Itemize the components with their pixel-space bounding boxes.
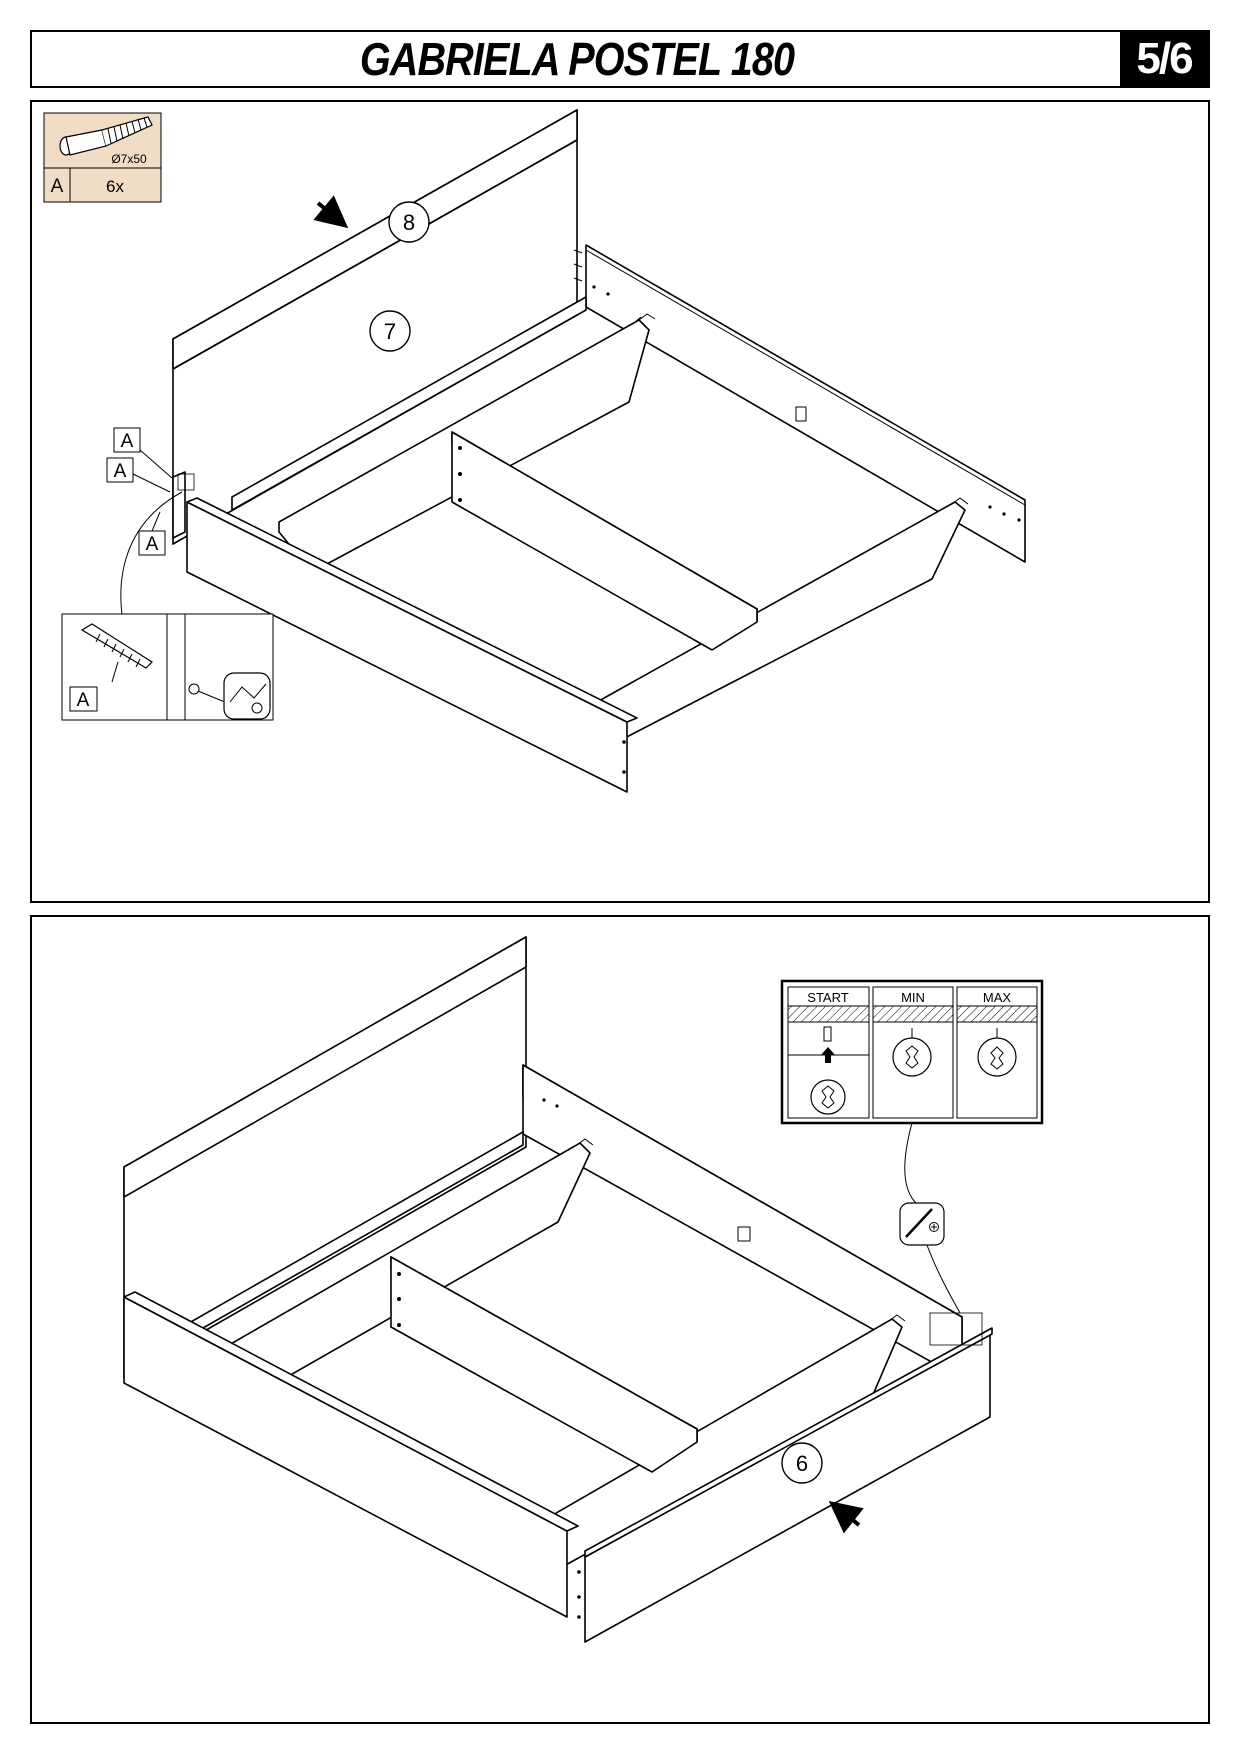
adjust-max-label: MAX xyxy=(983,990,1012,1005)
cross-slat-front xyxy=(596,497,969,743)
cam-lock-icon xyxy=(810,1079,846,1115)
fastener-label: A xyxy=(146,534,159,555)
adjustment-detail: START MIN MAX xyxy=(780,979,1044,1125)
right-side-rail xyxy=(573,244,1026,563)
center-beam xyxy=(390,1256,698,1473)
cam-lock-max-icon xyxy=(977,1037,1017,1077)
adjust-min-label: MIN xyxy=(901,990,925,1005)
part-7-callout: 7 xyxy=(369,310,411,352)
assembly-step-1: Ø7x50 A 6x xyxy=(30,100,1210,903)
detail-leader-line xyxy=(120,491,183,616)
part-number-8: 8 xyxy=(403,210,415,235)
page-header: GABRIELA POSTEL 180 5/6 xyxy=(30,30,1210,88)
footboard xyxy=(577,1312,993,1643)
fastener-callout-2: A xyxy=(106,457,171,493)
screw-size: Ø7x50 xyxy=(111,152,147,166)
headboard xyxy=(123,936,527,1378)
center-beam xyxy=(451,431,758,651)
detail-letter: A xyxy=(77,690,90,711)
back-rail xyxy=(231,296,587,511)
arrow-up-icon xyxy=(821,1047,835,1063)
part-8-callout: 8 xyxy=(313,195,430,243)
arrow-icon xyxy=(313,195,349,229)
fastener-label: A xyxy=(121,431,134,452)
step-2-illustration: START MIN MAX 6 xyxy=(123,936,1044,1643)
left-post xyxy=(172,471,195,539)
fastener-label: A xyxy=(114,461,127,482)
fastener-callout-3: A xyxy=(138,511,166,556)
page-number: 5/6 xyxy=(1120,32,1208,86)
part-6-callout: 6 xyxy=(781,1442,864,1534)
assembly-step-2: START MIN MAX 6 xyxy=(30,915,1210,1724)
adjust-leader-line xyxy=(904,1122,918,1205)
wrench-icon xyxy=(223,672,271,720)
part-number-6: 6 xyxy=(796,1451,808,1476)
hardware-quantity: 6x xyxy=(106,177,124,196)
step-1-illustration: Ø7x50 A 6x xyxy=(43,109,1026,793)
page-title: GABRIELA POSTEL 180 xyxy=(359,33,795,85)
cam-lock-min-icon xyxy=(892,1037,932,1077)
screwdriver-icon xyxy=(899,1202,945,1246)
screw-detail-inset: A xyxy=(61,613,274,721)
part-number-7: 7 xyxy=(384,319,396,344)
screw-icon xyxy=(59,116,153,156)
hardware-box: Ø7x50 A 6x xyxy=(43,112,162,203)
hardware-letter: A xyxy=(51,176,64,197)
fastener-callout-1: A xyxy=(113,427,173,479)
arrow-icon xyxy=(828,1501,864,1534)
left-side-rail xyxy=(123,1291,579,1618)
left-side-rail xyxy=(186,497,638,793)
adjust-start-label: START xyxy=(807,990,848,1005)
